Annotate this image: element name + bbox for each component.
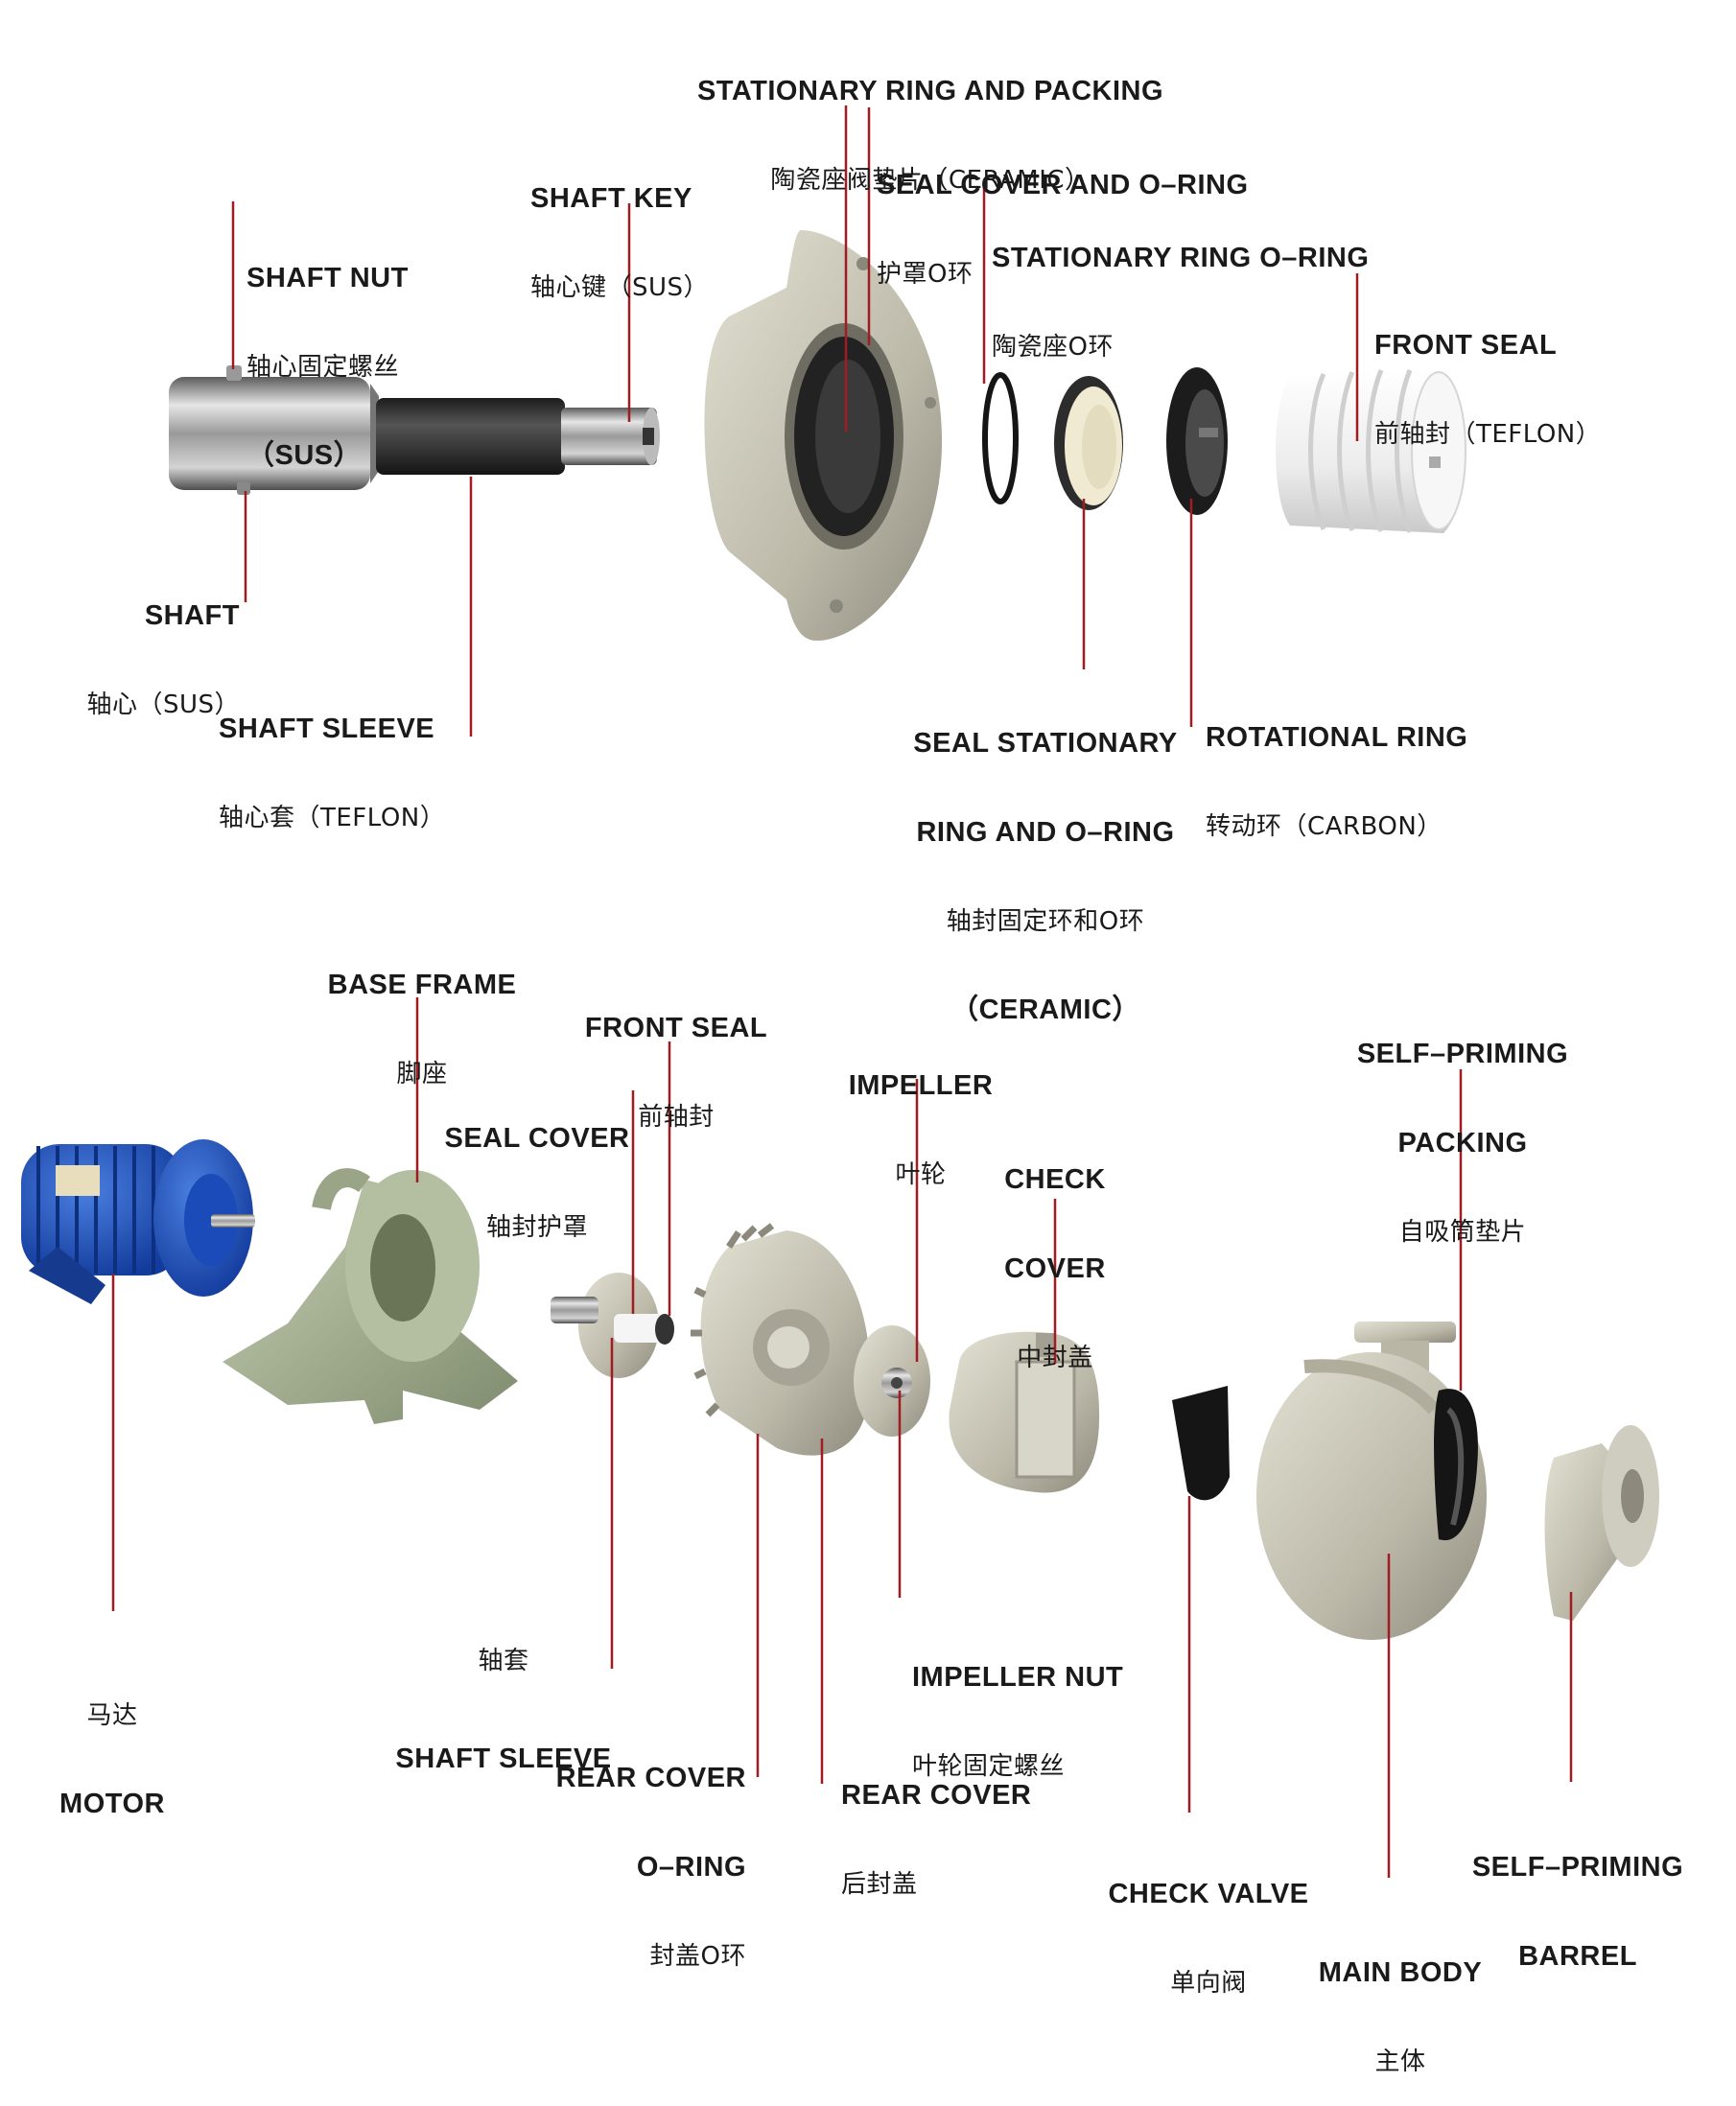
label-impeller-nut: IMPELLER NUT 叶轮固定螺丝 (912, 1603, 1123, 1811)
label-en-2: RING AND O–RING (916, 817, 1175, 848)
label-en: FRONT SEAL (584, 1013, 768, 1043)
label-en: SELF–PRIMING (1356, 1039, 1569, 1069)
label-zh: 轴心键（SUS） (530, 273, 710, 302)
label-zh-2: （SUS） (246, 440, 363, 471)
label-stationary-ring-oring: STATIONARY RING O–RING 陶瓷座O环 (992, 184, 1369, 391)
label-zh-2: （CERAMIC） (950, 994, 1140, 1025)
label-en: MAIN BODY (1318, 1957, 1483, 1988)
label-rear-cover-oring: REAR COVER O–RING 封盖O环 (518, 1704, 746, 2001)
label-impeller: IMPELLER 叶轮 (815, 1012, 1026, 1219)
label-en: SELF–PRIMING (1471, 1852, 1684, 1883)
label-en: STATIONARY RING AND PACKING (696, 76, 1164, 106)
label-zh: 封盖O环 (649, 1942, 746, 1971)
label-stationary-ring-packing: STATIONARY RING AND PACKING 陶瓷座阀垫片（CERAM… (662, 17, 1199, 224)
label-rear-cover: REAR COVER 后封盖 (841, 1721, 1031, 1929)
label-en: CHECK VALVE (1108, 1879, 1309, 1909)
label-en: IMPELLER NUT (912, 1662, 1124, 1693)
seal-cover-flange-part (704, 230, 943, 642)
label-zh: 陶瓷座O环 (992, 333, 1114, 362)
label-check-cover: CHECK COVER 中封盖 (969, 1106, 1141, 1402)
label-shaft: SHAFT 轴心（SUS） (58, 542, 240, 749)
shaft-part (169, 365, 660, 495)
label-check-valve: CHECK VALVE 单向阀 (1074, 1820, 1343, 2027)
label-zh: 轴心（SUS） (86, 690, 240, 719)
label-zh: 中封盖 (1017, 1344, 1093, 1372)
label-en-2: BARREL (1518, 1941, 1637, 1972)
label-en: REAR COVER (555, 1763, 746, 1793)
label-zh: 轴心套（TEFLON） (219, 804, 446, 832)
label-zh: 轴封固定环和O环 (946, 907, 1145, 936)
seal-stationary-ring-part (1054, 376, 1123, 510)
label-zh: 脚座 (396, 1060, 448, 1088)
label-seal-cover: SEAL COVER 轴封护罩 (422, 1065, 652, 1272)
label-zh: 轴心固定螺丝 (246, 353, 400, 382)
label-front-seal-top: FRONT SEAL 前轴封（TEFLON） (1374, 271, 1601, 479)
label-en: REAR COVER (841, 1780, 1032, 1811)
main-body-part (1256, 1322, 1487, 1640)
label-en: SHAFT NUT (246, 263, 409, 293)
label-self-priming-packing: SELF–PRIMING PACKING 自吸筒垫片 (1314, 980, 1611, 1276)
seal-cover-part (551, 1273, 674, 1378)
label-motor: 马达 MOTOR (21, 1642, 203, 1849)
self-priming-barrel-part (1544, 1425, 1659, 1621)
label-en: MOTOR (59, 1789, 165, 1819)
label-en-2: O–RING (636, 1852, 746, 1883)
label-en: SEAL COVER (444, 1123, 630, 1154)
label-zh: 自吸筒垫片 (1398, 1218, 1527, 1247)
label-main-body: MAIN BODY 主体 (1285, 1899, 1515, 2106)
label-zh: 轴套 (478, 1647, 529, 1675)
label-shaft-key: SHAFT KEY 轴心键（SUS） (530, 125, 709, 332)
label-en-2: PACKING (1397, 1128, 1528, 1158)
label-en: SHAFT SLEEVE (395, 1743, 612, 1774)
motor-part (21, 1139, 255, 1304)
label-shaft-sleeve-bottom: 轴套 SHAFT SLEEVE (374, 1587, 633, 1804)
stationary-ring-oring-part (982, 372, 1019, 504)
label-zh: 马达 (86, 1701, 138, 1730)
label-base-frame: BASE FRAME 脚座 (307, 911, 537, 1118)
label-shaft-nut: SHAFT NUT 轴心固定螺丝 （SUS） (246, 204, 409, 501)
label-zh: 前轴封 (638, 1103, 715, 1132)
label-seal-stationary-ring: SEAL STATIONARY RING AND O–RING 轴封固定环和O环… (844, 669, 1247, 1055)
label-zh: 后封盖 (841, 1870, 918, 1899)
label-en: FRONT SEAL (1374, 330, 1558, 361)
label-en: SHAFT SLEEVE (219, 714, 435, 744)
leader-lines (111, 105, 1573, 1878)
label-zh: 前轴封（TEFLON） (1374, 420, 1602, 449)
rotational-ring-part (1166, 367, 1228, 515)
impeller-part (854, 1325, 930, 1437)
label-en: SEAL STATIONARY (913, 728, 1178, 759)
label-en-2: COVER (1004, 1253, 1106, 1284)
label-seal-cover-oring: SEAL COVER AND O–RING 护罩O环 (877, 111, 1249, 318)
label-en: SEAL COVER AND O–RING (877, 170, 1249, 200)
label-zh: 叶轮 (895, 1160, 947, 1189)
base-frame-part (223, 1168, 518, 1424)
check-valve-part (1172, 1386, 1230, 1501)
label-en: STATIONARY RING O–RING (992, 243, 1370, 273)
label-en: ROTATIONAL RING (1206, 722, 1468, 753)
label-en: CHECK (1004, 1164, 1106, 1195)
label-rotational-ring: ROTATIONAL RING 转动环（CARBON） (1206, 664, 1467, 871)
label-zh: 转动环（CARBON） (1206, 812, 1443, 841)
label-en: BASE FRAME (327, 970, 517, 1000)
label-zh: 护罩O环 (877, 260, 974, 289)
label-zh: 叶轮固定螺丝 (912, 1752, 1066, 1781)
label-self-priming-barrel: SELF–PRIMING BARREL (1448, 1793, 1707, 2001)
label-zh: 陶瓷座阀垫片（CERAMIC） (770, 166, 1091, 195)
label-zh: 主体 (1374, 2048, 1426, 2076)
exploded-view-illustration (21, 105, 1659, 1878)
rear-cover-part (691, 1223, 870, 1456)
label-en: SHAFT (144, 600, 240, 631)
label-zh: 轴封护罩 (485, 1213, 588, 1242)
label-en: IMPELLER (848, 1070, 994, 1101)
label-shaft-sleeve-top: SHAFT SLEEVE 轴心套（TEFLON） (219, 655, 445, 862)
label-front-seal-bottom: FRONT SEAL 前轴封 (561, 954, 791, 1161)
front-seal-teflon-part (1276, 369, 1466, 533)
label-en: SHAFT KEY (530, 183, 692, 214)
